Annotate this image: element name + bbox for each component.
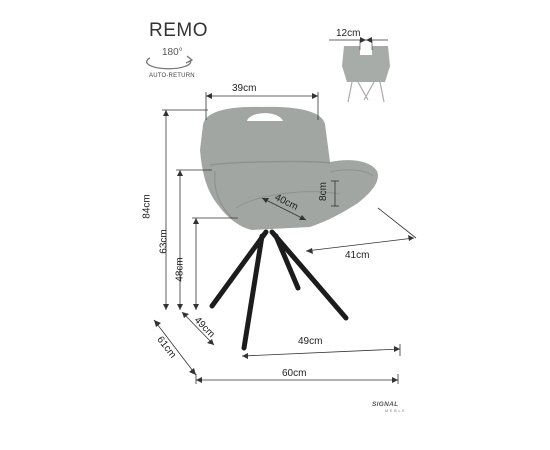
rotation-degrees: 180°: [162, 47, 183, 58]
chair-legs: [209, 222, 349, 351]
brand-logo-sub: M E B L E: [385, 409, 406, 413]
thumbnail-chair: [329, 37, 390, 103]
dimension-arrows: [154, 93, 414, 383]
dim-armrest-height: 63cm: [158, 229, 170, 254]
dim-back-width: 39cm: [232, 83, 257, 94]
dim-seat-height: 48cm: [174, 257, 186, 282]
dimension-lines: [153, 92, 417, 384]
dim-handle-width: 12cm: [336, 28, 361, 39]
brand-logo: SIGNAL: [372, 401, 399, 408]
dim-total-height: 84cm: [141, 194, 153, 219]
auto-return-label: AUTO-RETURN: [149, 73, 195, 79]
dim-seat-width: 41cm: [345, 250, 370, 261]
dim-cushion-height: 8cm: [317, 182, 329, 201]
rotate-icon: [146, 55, 194, 70]
dim-total-width: 60cm: [282, 368, 307, 379]
product-title: REMO: [149, 20, 208, 41]
chair-seat: [200, 106, 378, 230]
dim-base-width: 49cm: [298, 336, 323, 347]
